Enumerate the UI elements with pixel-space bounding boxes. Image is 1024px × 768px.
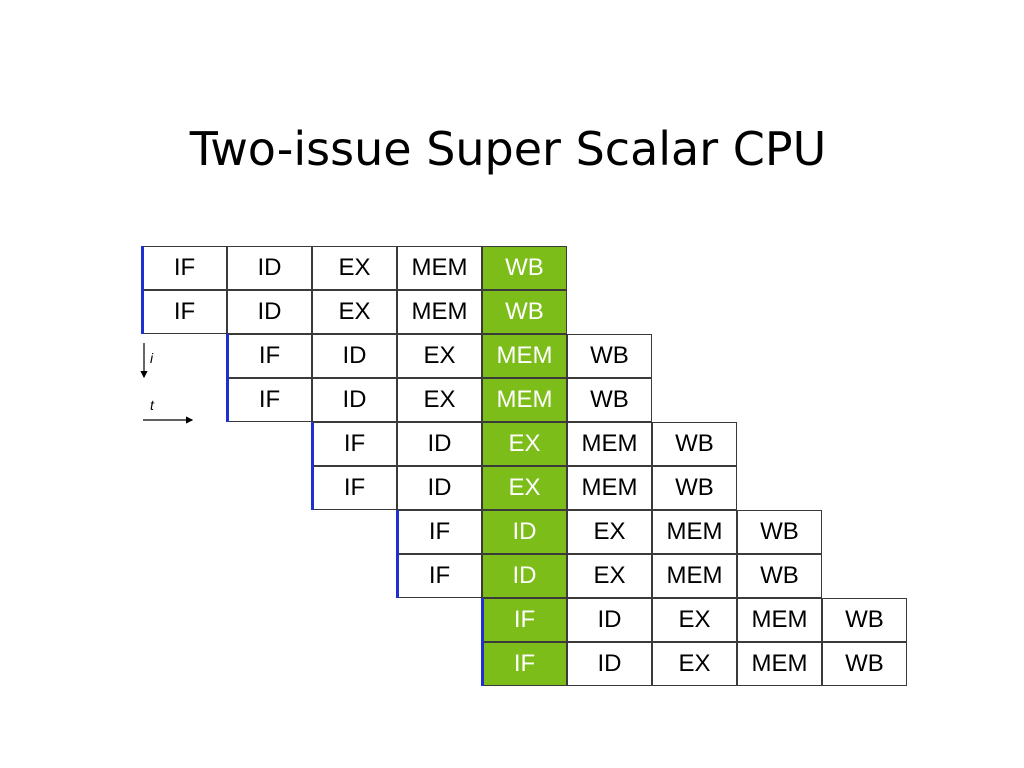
stage-cell-mem: MEM	[567, 466, 652, 510]
stage-cell-mem: MEM	[737, 598, 822, 642]
stage-cell-id: ID	[397, 466, 482, 510]
stage-cell-if: IF	[227, 334, 312, 378]
stage-cell-ex: EX	[652, 642, 737, 686]
stage-cell-id: ID	[482, 510, 567, 554]
stage-cell-ex: EX	[567, 510, 652, 554]
stage-cell-wb: WB	[567, 334, 652, 378]
issue-marker	[226, 334, 229, 378]
stage-cell-ex: EX	[652, 598, 737, 642]
stage-cell-if: IF	[482, 598, 567, 642]
issue-marker	[396, 554, 399, 598]
stage-cell-if: IF	[397, 510, 482, 554]
stage-cell-id: ID	[227, 290, 312, 334]
time-axis-label: t	[150, 397, 154, 413]
stage-cell-mem: MEM	[567, 422, 652, 466]
stage-cell-id: ID	[397, 422, 482, 466]
stage-cell-ex: EX	[482, 466, 567, 510]
stage-cell-wb: WB	[652, 466, 737, 510]
stage-cell-mem: MEM	[652, 554, 737, 598]
issue-marker	[311, 466, 314, 510]
stage-cell-ex: EX	[567, 554, 652, 598]
stage-cell-if: IF	[312, 466, 397, 510]
stage-cell-wb: WB	[482, 290, 567, 334]
stage-cell-if: IF	[312, 422, 397, 466]
instruction-axis-label: i	[150, 350, 154, 366]
stage-cell-wb: WB	[822, 642, 907, 686]
stage-cell-if: IF	[227, 378, 312, 422]
stage-cell-mem: MEM	[737, 642, 822, 686]
stage-cell-wb: WB	[737, 510, 822, 554]
stage-cell-ex: EX	[397, 378, 482, 422]
stage-cell-if: IF	[142, 290, 227, 334]
stage-cell-wb: WB	[652, 422, 737, 466]
stage-cell-if: IF	[482, 642, 567, 686]
stage-cell-if: IF	[142, 246, 227, 290]
stage-cell-ex: EX	[312, 290, 397, 334]
stage-cell-mem: MEM	[397, 290, 482, 334]
issue-marker	[226, 378, 229, 422]
stage-cell-id: ID	[312, 378, 397, 422]
stage-cell-id: ID	[567, 642, 652, 686]
stage-cell-ex: EX	[397, 334, 482, 378]
stage-cell-mem: MEM	[652, 510, 737, 554]
issue-marker	[141, 290, 144, 334]
issue-marker	[396, 510, 399, 554]
stage-cell-id: ID	[567, 598, 652, 642]
stage-cell-id: ID	[312, 334, 397, 378]
issue-marker	[141, 246, 144, 290]
stage-cell-id: ID	[482, 554, 567, 598]
stage-cell-id: ID	[227, 246, 312, 290]
stage-cell-ex: EX	[312, 246, 397, 290]
stage-cell-wb: WB	[737, 554, 822, 598]
stage-cell-wb: WB	[482, 246, 567, 290]
stage-cell-wb: WB	[822, 598, 907, 642]
stage-cell-mem: MEM	[482, 334, 567, 378]
page-title: Two-issue Super Scalar CPU	[189, 122, 827, 176]
stage-cell-mem: MEM	[397, 246, 482, 290]
issue-marker	[481, 598, 484, 642]
stage-cell-ex: EX	[482, 422, 567, 466]
issue-marker	[311, 422, 314, 466]
stage-cell-wb: WB	[567, 378, 652, 422]
stage-cell-if: IF	[397, 554, 482, 598]
stage-cell-mem: MEM	[482, 378, 567, 422]
issue-marker	[481, 642, 484, 686]
